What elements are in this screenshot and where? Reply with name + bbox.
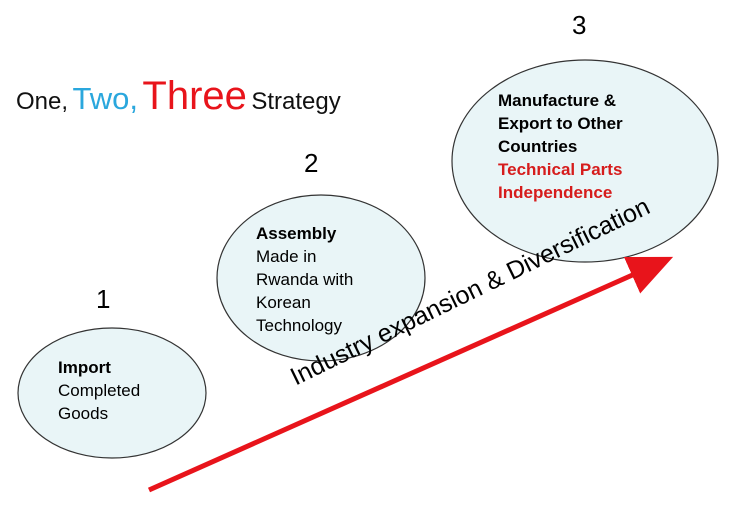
title-one: One, bbox=[16, 88, 69, 115]
step-1-heading: Import bbox=[58, 358, 111, 377]
step-3-line: Export to Other bbox=[498, 114, 623, 133]
step-2-line: Korean bbox=[256, 293, 311, 312]
step-2-number: 2 bbox=[304, 148, 319, 178]
step-3-red-line: Independence bbox=[498, 183, 613, 202]
step-1-line: Completed bbox=[58, 381, 141, 400]
step-1-circle bbox=[17, 327, 207, 459]
step-3-circle bbox=[451, 59, 719, 263]
step-1-text: Import Completed Goods bbox=[58, 356, 140, 425]
step-2-circle bbox=[216, 194, 426, 362]
title-two: Two, bbox=[72, 81, 138, 116]
step-2-line: Made in bbox=[256, 247, 317, 266]
step-2-heading: Assembly bbox=[256, 224, 337, 243]
step-3-heading: Manufacture & bbox=[498, 91, 617, 110]
title-three: Three bbox=[142, 74, 247, 118]
page-title: One, Two, Three Strategy bbox=[16, 74, 341, 119]
step-1-line: Goods bbox=[58, 404, 109, 423]
growth-arrow bbox=[147, 256, 674, 493]
step-2-line: Rwanda with bbox=[256, 270, 354, 289]
step-3-line: Countries bbox=[498, 137, 578, 156]
step-2-line: Technology bbox=[256, 316, 343, 335]
step-2-text: Assembly Made in Rwanda with Korean Tech… bbox=[256, 222, 353, 337]
step-3-number: 3 bbox=[572, 10, 587, 40]
title-strategy: Strategy bbox=[251, 88, 341, 115]
step-3-text: Manufacture & Export to Other Countries … bbox=[498, 89, 623, 204]
step-1-number: 1 bbox=[96, 284, 111, 314]
step-3-red-line: Technical Parts bbox=[498, 160, 623, 179]
